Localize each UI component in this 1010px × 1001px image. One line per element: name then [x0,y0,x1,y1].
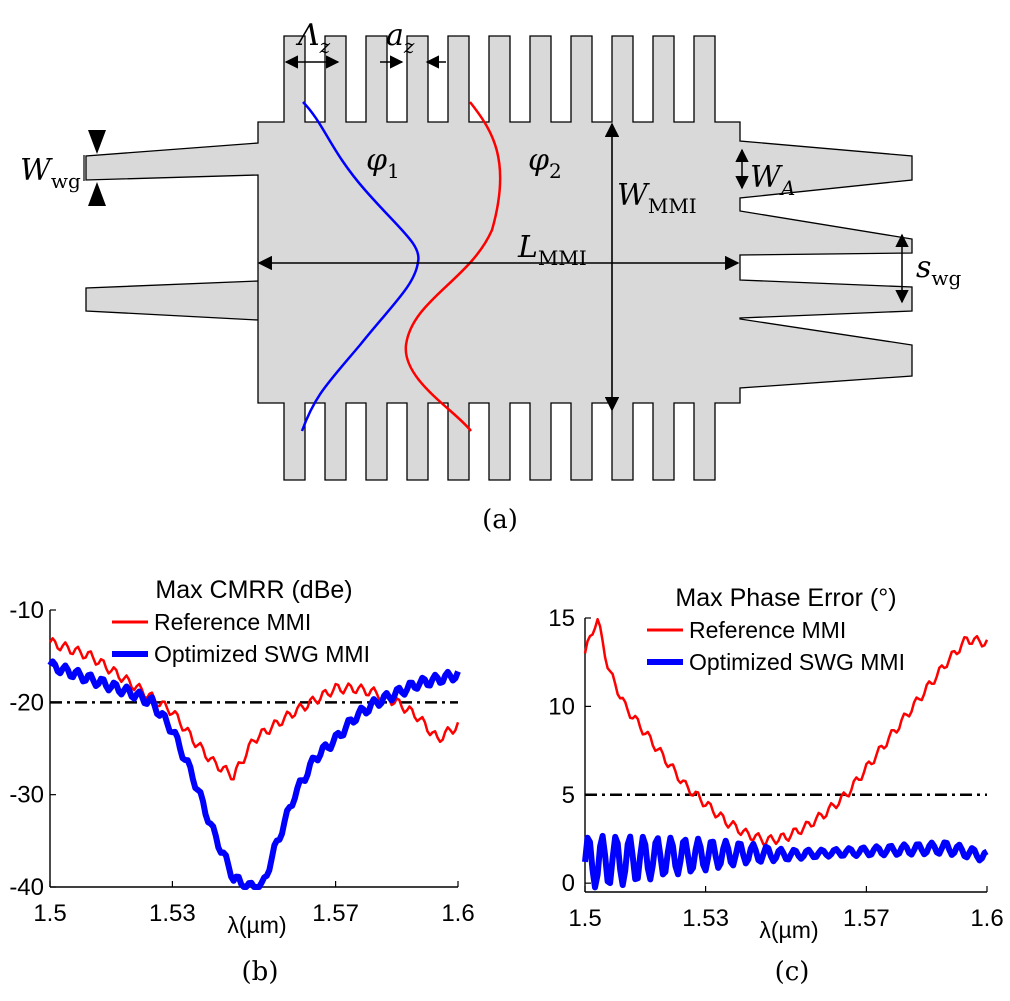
y-tick-label: -10 [9,597,44,624]
y-tick-label: -30 [9,782,44,809]
x-tick-label: 1.57 [843,905,890,932]
cmrr-chart: Max CMRR (dBe) Reference MMI Optimized SWG… [9,576,474,987]
y-tick-label: 0 [562,870,575,897]
w-wg-arrow-bottom [88,182,106,206]
phi2-curve [404,101,502,432]
x-tick-label: 1.53 [682,905,729,932]
y-tick-label: -20 [9,689,44,716]
chart-title: Max Phase Error (°) [675,584,896,612]
phi2-label: φ2 [528,143,562,183]
phi1-label: φ1 [366,143,400,183]
chart-caption: (c) [775,957,810,987]
x-tick-label: 1.6 [970,905,1003,932]
caption-a: (a) [482,505,518,535]
w-wg-label: Wwg [20,153,81,193]
y-tick-label: 15 [548,605,575,632]
mmi-schematic: Λz az Wwg φ1 φ2 WMMI WA LMMI swg (a) [20,18,962,535]
x-tick-label: 1.53 [149,900,196,927]
s-wg-label: swg [916,250,962,290]
x-tick-label: 1.6 [441,900,474,927]
legend-label-0: Reference MMI [689,617,846,643]
chart-title: Max CMRR (dBe) [155,576,352,604]
tooth-label: az [386,18,415,58]
chart-caption: (b) [242,957,279,987]
y-tick-label: -40 [9,874,44,901]
x-axis-label: λ(µm) [759,917,818,943]
x-tick-label: 1.5 [33,900,66,927]
y-tick-label: 5 [562,782,575,809]
w-a-label: WA [750,160,795,200]
series-line-1 [47,658,461,890]
x-axis-label: λ(µm) [227,912,286,938]
phase-error-chart: Max Phase Error (°) Reference MMI Optimize… [548,584,1003,987]
series-line-1 [582,832,989,891]
w-wg-arrow-top [88,130,106,154]
legend-label-1: Optimized SWG MMI [689,649,905,675]
mmi-body [85,35,913,481]
y-tick-label: 10 [548,693,575,720]
x-tick-label: 1.5 [568,905,601,932]
legend-label-0: Reference MMI [154,609,311,635]
l-mmi-label: LMMI [517,230,587,270]
legend-label-1: Optimized SWG MMI [154,641,370,667]
period-label: Λz [295,18,331,58]
x-tick-label: 1.57 [312,900,359,927]
series-line-0 [583,617,989,846]
w-mmi-label: WMMI [617,178,697,218]
